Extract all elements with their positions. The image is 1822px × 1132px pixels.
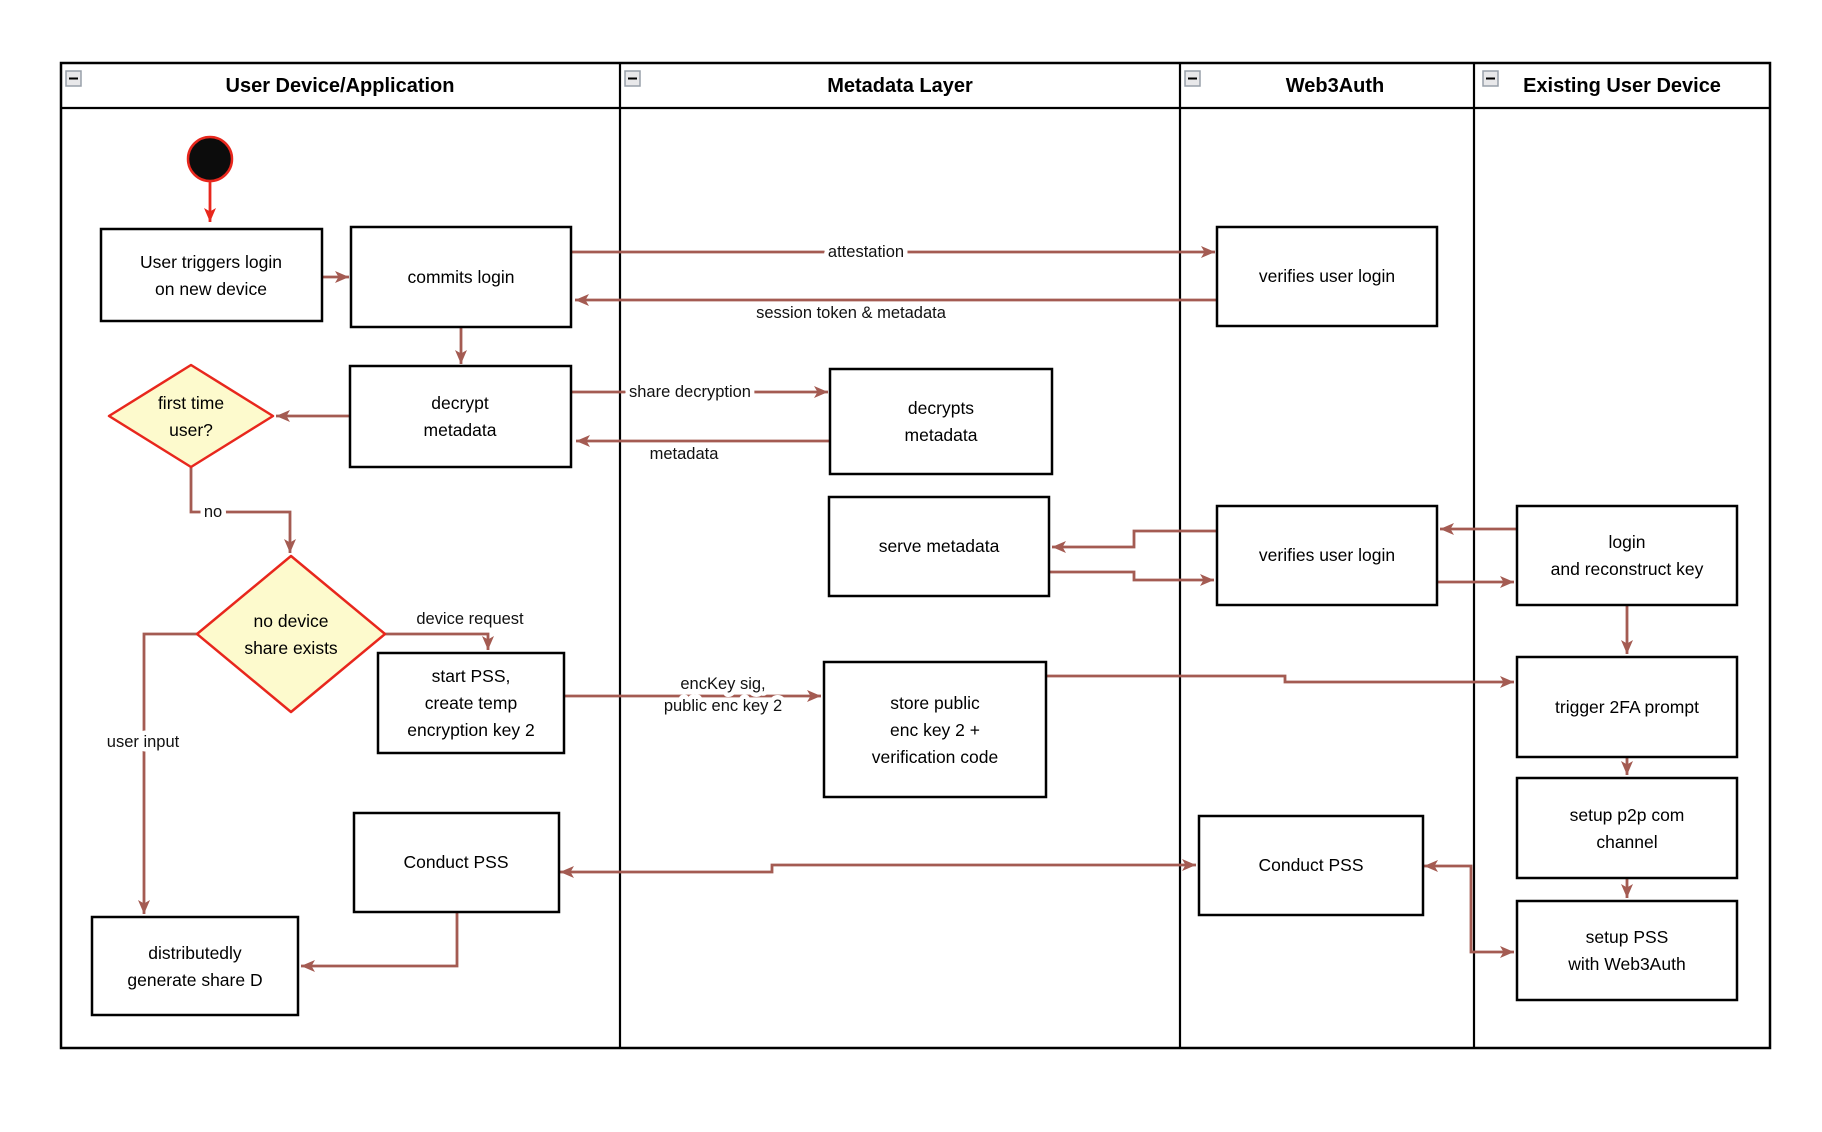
node-decrypts-metadata: decrypts metadata <box>828 367 1054 476</box>
svg-text:commits login: commits login <box>408 267 515 287</box>
node-start-pss: start PSS, create temp encryption key 2 <box>376 651 566 755</box>
collapse-icon[interactable] <box>1184 70 1201 87</box>
edge-conduct-to-generate-share <box>301 912 459 972</box>
svg-text:share exists: share exists <box>244 638 338 658</box>
collapse-icon[interactable] <box>624 70 641 87</box>
svg-text:first time: first time <box>158 393 224 413</box>
svg-text:store public: store public <box>890 693 980 713</box>
node-setup-p2p-channel: setup p2p com channel <box>1515 776 1739 880</box>
node-decrypt-metadata: decrypt metadata <box>348 364 573 469</box>
svg-text:enc key 2 +: enc key 2 + <box>890 720 980 740</box>
edge-serve-to-verifies <box>1049 570 1214 586</box>
svg-text:Conduct PSS: Conduct PSS <box>403 852 508 872</box>
node-user-triggers-login: User triggers login on new device <box>99 227 324 323</box>
edge-conduct-pss-bidirectional <box>560 859 1196 878</box>
lane-title-existing-device: Existing User Device <box>1523 75 1721 97</box>
decision-no-device-share: no device share exists <box>195 554 387 714</box>
label-device-request: device request <box>416 610 524 628</box>
node-trigger-2fa-prompt: trigger 2FA prompt <box>1515 655 1739 759</box>
label-user-input: user input <box>107 733 180 751</box>
svg-text:generate share D: generate share D <box>127 970 262 990</box>
svg-text:setup PSS: setup PSS <box>1586 927 1669 947</box>
svg-text:decrypts: decrypts <box>908 398 974 418</box>
svg-text:verifies user login: verifies user login <box>1259 266 1395 286</box>
lane-header-user-device: User Device/Application <box>65 70 455 97</box>
node-setup-pss-web3auth: setup PSS with Web3Auth <box>1515 899 1739 1002</box>
svg-text:login: login <box>1609 532 1646 552</box>
svg-text:metadata: metadata <box>424 420 497 440</box>
svg-text:on new device: on new device <box>155 279 267 299</box>
svg-text:with Web3Auth: with Web3Auth <box>1567 954 1685 974</box>
svg-text:no device: no device <box>254 611 329 631</box>
lane-header-web3auth: Web3Auth <box>1184 70 1385 97</box>
edge-device-request <box>385 632 494 650</box>
node-conduct-pss-user-device: Conduct PSS <box>352 811 561 914</box>
node-commits-login: commits login <box>349 225 573 329</box>
svg-text:User triggers login: User triggers login <box>140 252 282 272</box>
collapse-icon[interactable] <box>1482 70 1499 87</box>
svg-text:start PSS,: start PSS, <box>432 666 511 686</box>
edge-store-to-trigger-2fa <box>1046 674 1514 688</box>
svg-text:channel: channel <box>1596 832 1657 852</box>
lane-header-metadata-layer: Metadata Layer <box>624 70 973 97</box>
svg-text:distributedly: distributedly <box>148 943 242 963</box>
edge-verifies-to-serve <box>1052 529 1217 553</box>
lane-title-web3auth: Web3Auth <box>1286 75 1385 97</box>
label-attestation: attestation <box>828 243 904 261</box>
node-login-reconstruct-key: login and reconstruct key <box>1515 504 1739 607</box>
svg-text:user?: user? <box>169 420 213 440</box>
node-store-public-enc-key: store public enc key 2 + verification co… <box>822 660 1048 799</box>
svg-text:metadata: metadata <box>905 425 978 445</box>
start-node <box>186 135 234 183</box>
label-session-token: session token & metadata <box>756 304 947 322</box>
svg-text:setup p2p com: setup p2p com <box>1570 805 1685 825</box>
svg-text:encryption key 2: encryption key 2 <box>407 720 534 740</box>
node-verifies-user-login-top: verifies user login <box>1215 225 1439 328</box>
label-share-decryption: share decryption <box>629 383 751 401</box>
label-no: no <box>204 503 222 521</box>
svg-text:decrypt: decrypt <box>431 393 489 413</box>
edge-user-input <box>138 632 197 914</box>
node-conduct-pss-web3auth: Conduct PSS <box>1197 814 1425 917</box>
edge-no-branch <box>189 467 296 553</box>
node-serve-metadata: serve metadata <box>827 495 1051 598</box>
lane-header-existing-device: Existing User Device <box>1482 70 1721 97</box>
label-enckey-sig-line1: encKey sig, <box>680 675 765 693</box>
edge-setup-pss-conduct-pss <box>1424 860 1514 958</box>
collapse-icon[interactable] <box>65 70 82 87</box>
pool-frame <box>59 61 1772 1050</box>
decision-first-time-user: first time user? <box>107 363 275 469</box>
label-enckey-sig-line2: public enc key 2 <box>664 697 782 715</box>
svg-text:verification code: verification code <box>872 747 998 767</box>
node-generate-share-d: distributedly generate share D <box>90 915 300 1017</box>
svg-text:trigger 2FA prompt: trigger 2FA prompt <box>1555 697 1699 717</box>
lane-title-user-device: User Device/Application <box>226 75 455 97</box>
svg-text:and reconstruct key: and reconstruct key <box>1551 559 1704 579</box>
lane-title-metadata-layer: Metadata Layer <box>827 75 973 97</box>
node-verifies-user-login-mid: verifies user login <box>1215 504 1439 607</box>
svg-text:Conduct PSS: Conduct PSS <box>1258 855 1363 875</box>
svg-text:verifies user login: verifies user login <box>1259 545 1395 565</box>
label-metadata: metadata <box>650 445 720 463</box>
svg-text:serve metadata: serve metadata <box>879 536 1000 556</box>
svg-text:create temp: create temp <box>425 693 517 713</box>
